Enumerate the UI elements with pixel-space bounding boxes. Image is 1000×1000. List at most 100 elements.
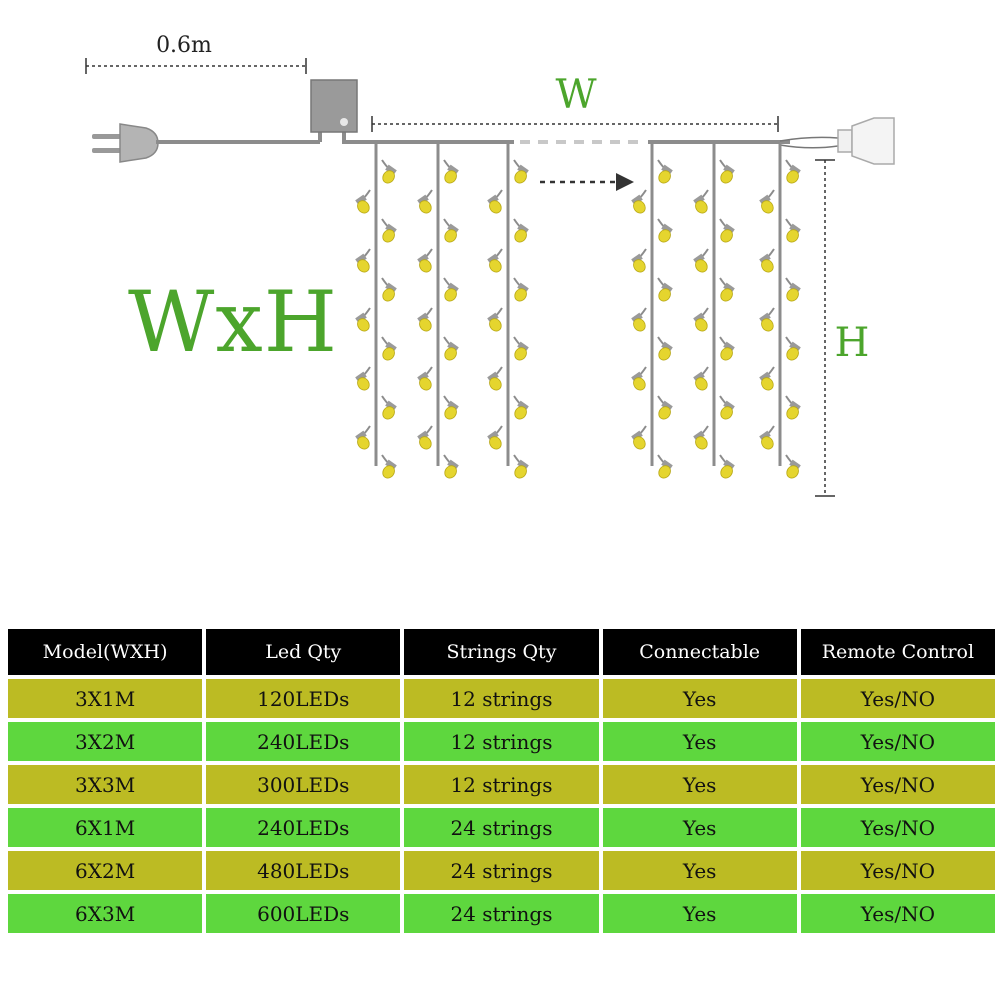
led-bulb-icon: [657, 218, 673, 243]
light-strings: [355, 142, 801, 479]
led-bulb-icon: [417, 366, 433, 391]
led-bulb-icon: [513, 218, 529, 243]
table-row: 6X3M 600LEDs 24 strings Yes Yes/NO: [8, 894, 995, 933]
led-bulb-icon: [417, 307, 433, 332]
led-bulb-icon: [513, 277, 529, 302]
header-strings-qty: Strings Qty: [404, 629, 599, 675]
spec-table: Model(WXH) Led Qty Strings Qty Connectab…: [4, 625, 999, 937]
led-bulb-icon: [719, 395, 735, 420]
led-bulb-icon: [631, 307, 647, 332]
led-bulb-icon: [657, 159, 673, 184]
table-header-row: Model(WXH) Led Qty Strings Qty Connectab…: [8, 629, 995, 675]
led-bulb-icon: [513, 336, 529, 361]
led-bulb-icon: [443, 277, 459, 302]
strings-qty-cell: 12 strings: [404, 722, 599, 761]
remote-control-cell: Yes/NO: [800, 765, 995, 804]
led-bulb-icon: [785, 277, 801, 302]
table-row: 6X1M 240LEDs 24 strings Yes Yes/NO: [8, 808, 995, 847]
strings-qty-cell: 24 strings: [404, 894, 599, 933]
led-bulb-icon: [719, 454, 735, 479]
connectable-cell: Yes: [602, 808, 797, 847]
led-bulb-icon: [657, 336, 673, 361]
led-bulb-icon: [513, 395, 529, 420]
led-bulb-icon: [443, 159, 459, 184]
led-qty-cell: 600LEDs: [206, 894, 401, 933]
led-bulb-icon: [381, 218, 397, 243]
led-bulb-icon: [657, 277, 673, 302]
cable-length-dimension: 0.6m: [85, 33, 307, 74]
model-cell: 3X2M: [8, 722, 203, 761]
strings-qty-cell: 24 strings: [404, 851, 599, 890]
strings-qty-cell: 12 strings: [404, 679, 599, 718]
width-label: W: [555, 72, 596, 118]
led-bulb-icon: [759, 307, 775, 332]
led-bulb-icon: [513, 454, 529, 479]
led-bulb-icon: [719, 218, 735, 243]
led-bulb-icon: [443, 454, 459, 479]
led-bulb-icon: [381, 395, 397, 420]
height-dimension: H: [815, 159, 870, 497]
header-connectable: Connectable: [602, 629, 797, 675]
model-cell: 6X2M: [8, 851, 203, 890]
led-bulb-icon: [443, 336, 459, 361]
continuation-arrow-icon: [540, 173, 634, 191]
led-bulb-icon: [759, 189, 775, 214]
table-row: 6X2M 480LEDs 24 strings Yes Yes/NO: [8, 851, 995, 890]
led-bulb-icon: [381, 159, 397, 184]
led-bulb-icon: [381, 277, 397, 302]
led-qty-cell: 120LEDs: [206, 679, 401, 718]
led-bulb-icon: [487, 307, 503, 332]
led-qty-cell: 480LEDs: [206, 851, 401, 890]
remote-control-cell: Yes/NO: [800, 851, 995, 890]
connectable-cell: Yes: [602, 722, 797, 761]
led-qty-cell: 300LEDs: [206, 765, 401, 804]
remote-control-cell: Yes/NO: [800, 808, 995, 847]
led-bulb-icon: [631, 248, 647, 273]
led-bulb-icon: [657, 454, 673, 479]
led-bulb-icon: [693, 248, 709, 273]
connectable-cell: Yes: [602, 765, 797, 804]
connectable-cell: Yes: [602, 851, 797, 890]
end-socket-icon: [779, 117, 895, 165]
led-bulb-icon: [381, 336, 397, 361]
width-dimension: W: [371, 72, 779, 132]
led-bulb-icon: [785, 454, 801, 479]
header-model: Model(WXH): [8, 629, 203, 675]
cable-length-label: 0.6m: [156, 33, 212, 58]
led-bulb-icon: [759, 425, 775, 450]
led-bulb-icon: [355, 189, 371, 214]
led-bulb-icon: [443, 395, 459, 420]
led-bulb-icon: [785, 218, 801, 243]
led-bulb-icon: [417, 425, 433, 450]
led-bulb-icon: [513, 159, 529, 184]
led-bulb-icon: [657, 395, 673, 420]
model-cell: 6X1M: [8, 808, 203, 847]
led-bulb-icon: [693, 189, 709, 214]
model-cell: 6X3M: [8, 894, 203, 933]
curtain-light-diagram: 0.6m W H: [85, 33, 895, 497]
controller-box-icon: [310, 79, 358, 133]
connectable-cell: Yes: [602, 679, 797, 718]
table-row: 3X3M 300LEDs 12 strings Yes Yes/NO: [8, 765, 995, 804]
led-bulb-icon: [693, 307, 709, 332]
height-label: H: [835, 320, 870, 366]
led-bulb-icon: [759, 248, 775, 273]
size-formula-label: WxH: [128, 273, 338, 371]
remote-control-cell: Yes/NO: [800, 679, 995, 718]
led-bulb-icon: [785, 336, 801, 361]
led-bulb-icon: [719, 277, 735, 302]
led-bulb-icon: [487, 248, 503, 273]
led-bulb-icon: [785, 395, 801, 420]
led-bulb-icon: [417, 189, 433, 214]
led-bulb-icon: [381, 454, 397, 479]
strings-qty-cell: 24 strings: [404, 808, 599, 847]
led-bulb-icon: [693, 366, 709, 391]
led-bulb-icon: [487, 366, 503, 391]
header-remote-control: Remote Control: [800, 629, 995, 675]
led-bulb-icon: [487, 189, 503, 214]
led-bulb-icon: [631, 189, 647, 214]
connectable-cell: Yes: [602, 894, 797, 933]
remote-control-cell: Yes/NO: [800, 722, 995, 761]
led-bulb-icon: [443, 218, 459, 243]
led-bulb-icon: [355, 425, 371, 450]
